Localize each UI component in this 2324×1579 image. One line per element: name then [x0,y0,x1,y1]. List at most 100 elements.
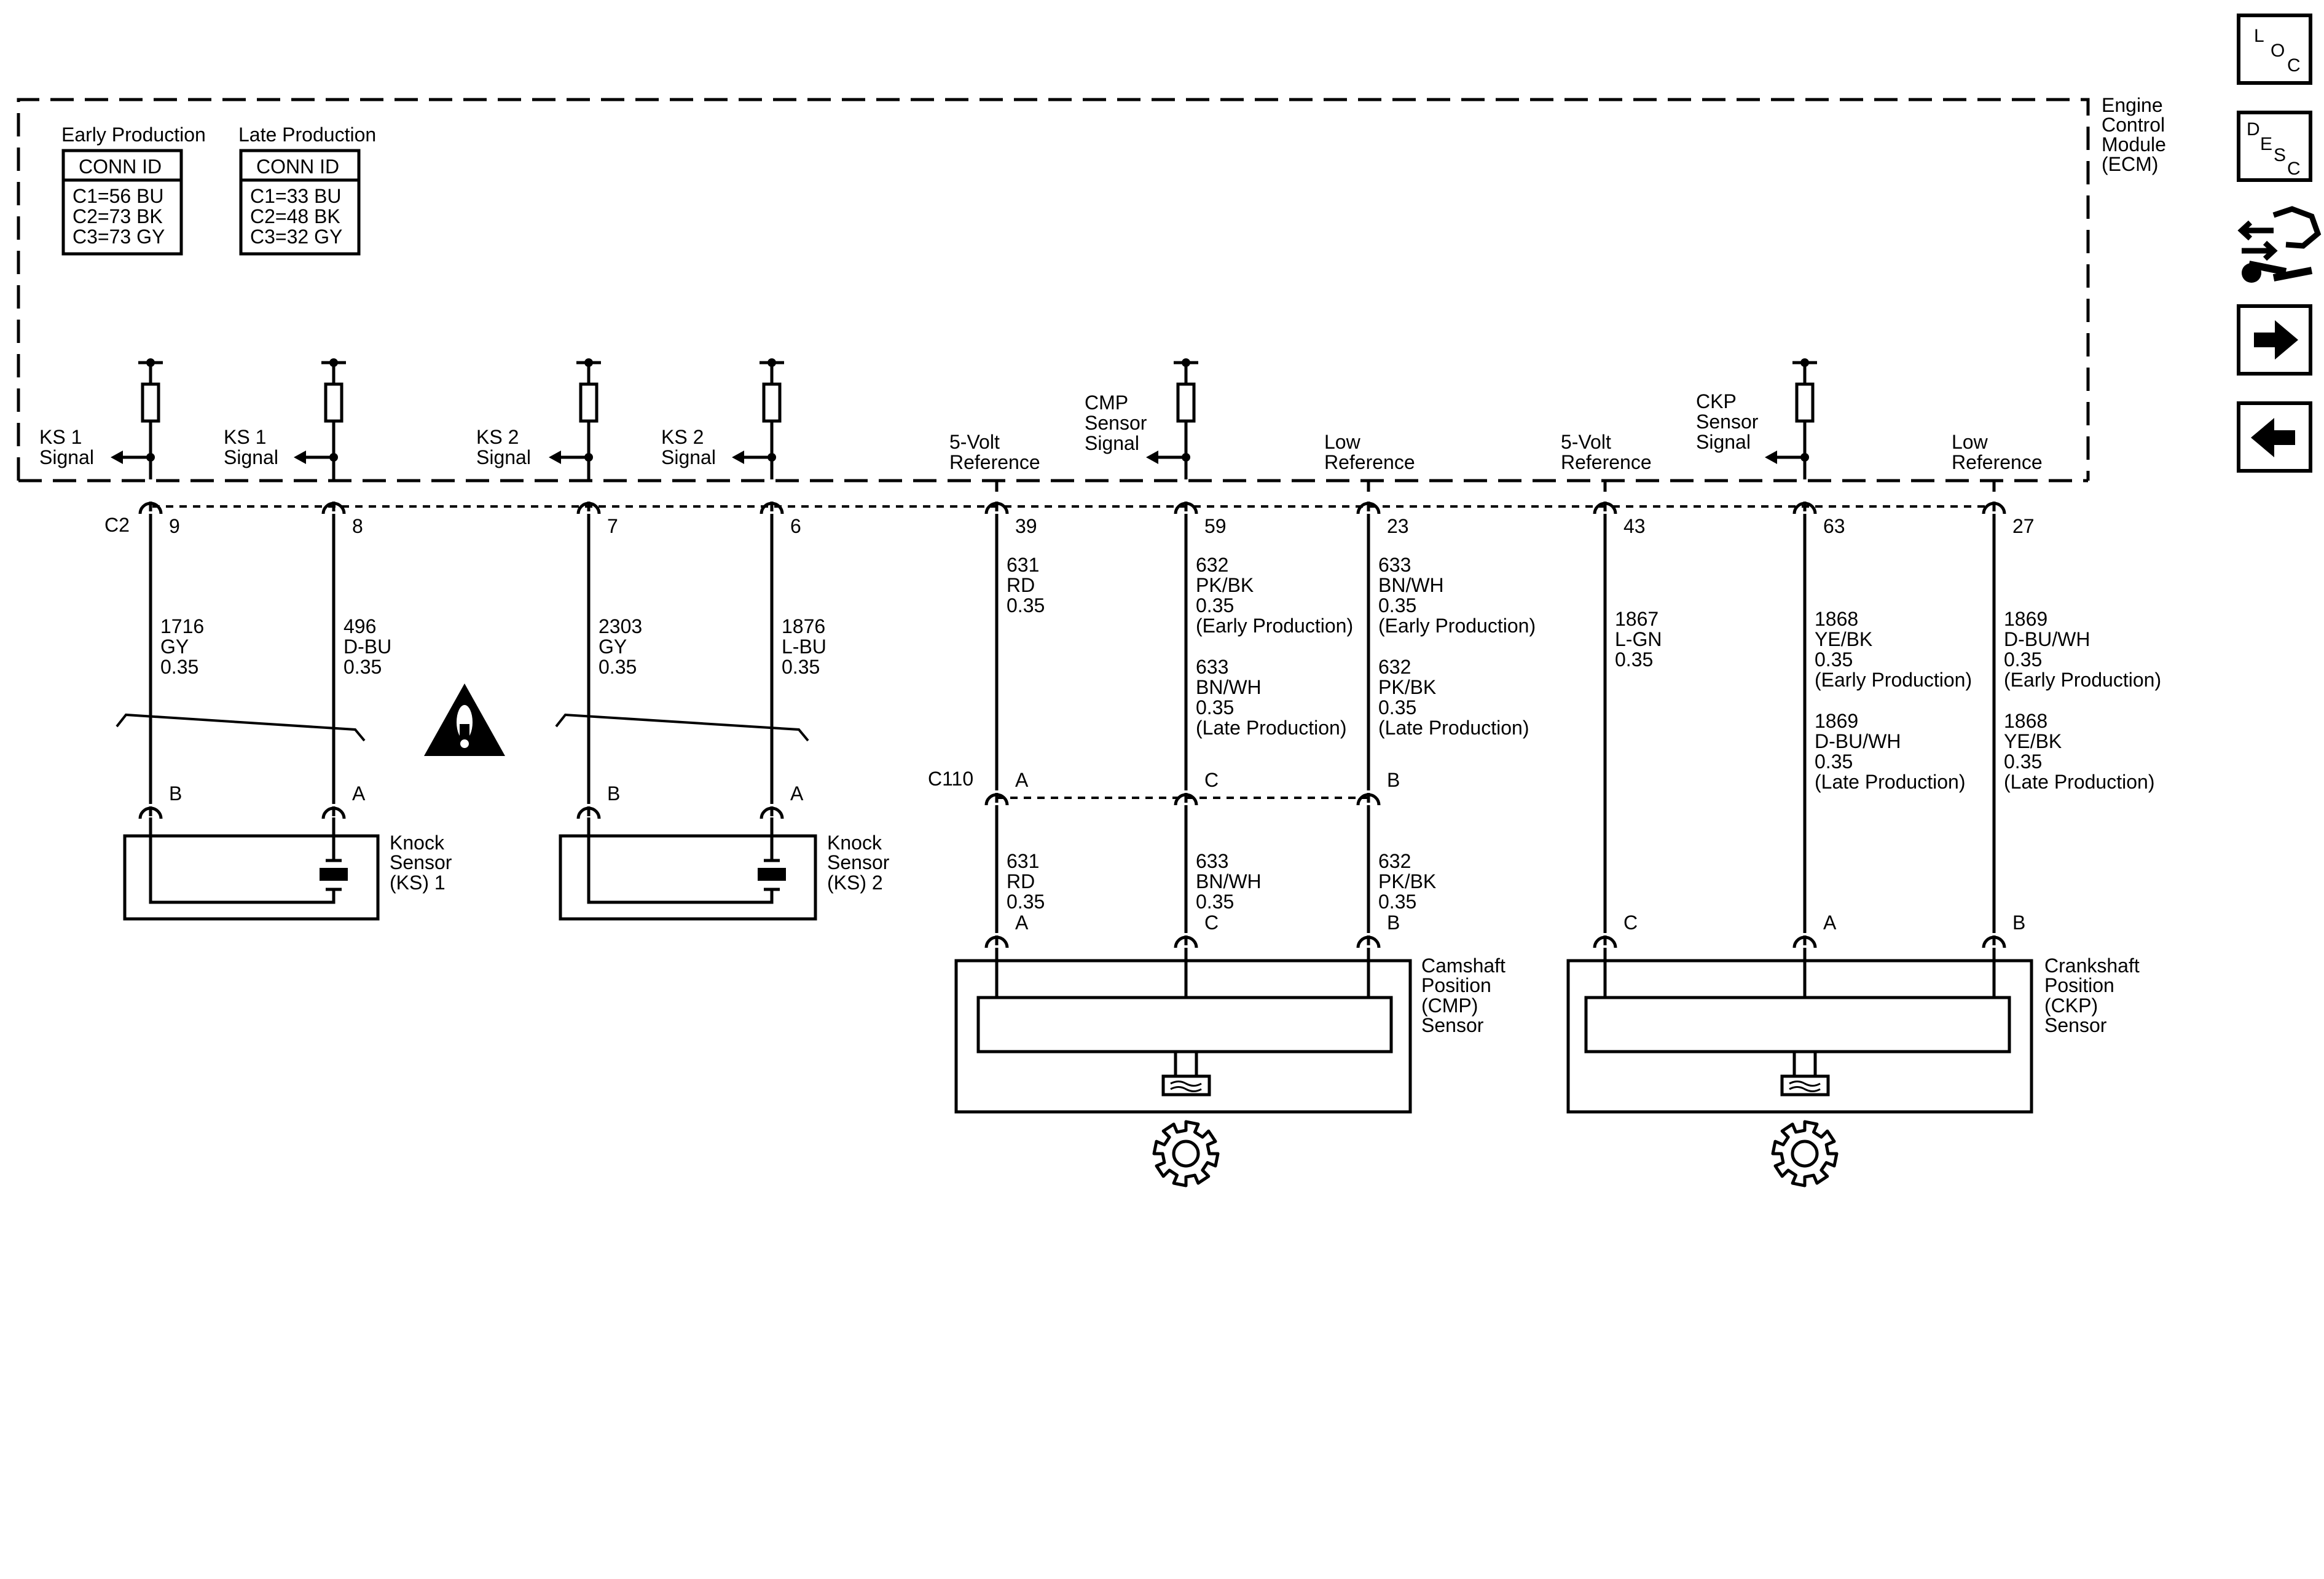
label-line: BN/WH [1196,870,1262,892]
svg-text:Engine: Engine [2102,94,2163,116]
signal-arrow [1146,451,1158,464]
svg-text:L: L [2254,26,2264,46]
label-line: 632 [1378,656,1411,678]
label-line: Low [1952,431,1988,453]
label-line: Reference [949,451,1040,473]
label-line: 0.35 [599,656,637,678]
label-line: 0.35 [1378,696,1416,719]
label-line: 633 [1196,850,1228,872]
signal-arrow [549,451,561,464]
label-line: RD [1007,870,1035,892]
desc-button[interactable]: D E S C [2237,111,2312,182]
pin-number: 8 [352,515,363,537]
svg-text:E: E [2260,134,2272,154]
svg-text:C1=33 BU: C1=33 BU [250,185,342,207]
svg-text:C3=32 GY: C3=32 GY [250,226,342,248]
label-line: (Early Production) [2004,669,2161,691]
label-line: 0.35 [2004,750,2042,773]
svg-text:(ECM): (ECM) [2102,153,2158,175]
c110-terminal: C [1204,769,1219,791]
svg-text:C2=48 BK: C2=48 BK [250,205,340,227]
label-line: (Late Production) [1196,717,1346,739]
label-line: PK/BK [1196,574,1254,596]
label-line: 0.35 [1007,594,1045,616]
label-line: 633 [1378,554,1411,576]
label-line: 0.35 [1378,594,1416,616]
svg-text:Position: Position [2044,974,2114,996]
svg-text:Crankshaft: Crankshaft [2044,955,2140,977]
label-line: D-BU [343,636,391,658]
label-line: (Late Production) [1378,717,1529,739]
pin-number: 43 [1623,515,1646,537]
label-line: CMP [1085,392,1128,414]
ecm-boundary [17,98,2090,481]
label-line: 1716 [160,615,204,637]
signal-arrow [1765,451,1777,464]
sensor-terminal: B [607,782,620,805]
c110-terminal: B [1387,769,1400,791]
label-line: 1876 [782,615,825,637]
svg-text:Sensor: Sensor [390,851,452,873]
sensor-terminal: A [1823,912,1837,934]
loc-button[interactable]: L O C [2237,14,2312,85]
label-line: L-BU [782,636,826,658]
label-line: 5-Volt [949,431,1000,453]
sensor-terminal: B [1387,912,1400,934]
svg-text:Knock: Knock [390,832,445,854]
label-line: 2303 [599,615,642,637]
label-line: D-BU/WH [1815,730,1901,752]
label-line: 0.35 [160,656,198,678]
label-line: 0.35 [2004,648,2042,671]
label-line: 0.35 [1815,648,1853,671]
next-button[interactable] [2237,304,2312,376]
label-line: 0.35 [1196,891,1234,913]
conn-id-table-late: Late Production CONN ID C1=33 BU C2=48 B… [238,124,376,256]
signal-arrow [294,451,306,464]
pin-number: 39 [1015,515,1037,537]
label-line: 0.35 [1007,891,1045,913]
arrow-left-icon [2251,418,2295,457]
label-line: 1867 [1615,608,1659,630]
inline-connector-label: C110 [928,768,973,790]
sensor-terminal: A [1015,912,1029,934]
c110-terminal: A [1015,769,1029,791]
gear-icon [1771,1120,1839,1187]
label-line: (Late Production) [1815,771,1965,793]
warning-triangle-icon [424,683,505,756]
svg-text:(CMP): (CMP) [1421,994,1478,1017]
label-line: 0.35 [782,656,820,678]
sensor-terminal: B [2012,912,2025,934]
connector-tool-button[interactable] [2237,206,2322,283]
label-line: 0.35 [1815,750,1853,773]
svg-text:Camshaft: Camshaft [1421,955,1505,977]
circuit-cmp-signal: CMPSensorSignal59C633BN/WH0.35632PK/BK0.… [1085,358,1353,961]
pin-number: 59 [1204,515,1227,537]
label-line: KS 1 [224,426,266,448]
label-line: 1869 [2004,608,2047,630]
label-line: Reference [1561,451,1652,473]
pin-number: 27 [2012,515,2035,537]
label-line: L-GN [1615,628,1662,650]
label-line: 1868 [2004,710,2047,732]
label-line: 632 [1378,850,1411,872]
label-line: Sensor [1696,411,1759,433]
label-line: (Early Production) [1815,669,1972,691]
label-line: 496 [343,615,376,637]
desc-icon: D E S C [2247,119,2301,179]
label-line: 633 [1196,656,1228,678]
label-line: Signal [476,446,531,468]
prev-button[interactable] [2237,401,2312,473]
pin-number: 7 [607,515,618,537]
knock-sensor-1: Knock Sensor (KS) 1 [123,817,452,921]
crankshaft-position-sensor: Crankshaft Position (CKP) Sensor [1566,955,2140,1114]
signal-arrow [111,451,123,464]
gear-icon [1152,1120,1220,1187]
svg-text:Sensor: Sensor [2044,1014,2107,1036]
svg-text:(KS) 2: (KS) 2 [827,872,883,894]
